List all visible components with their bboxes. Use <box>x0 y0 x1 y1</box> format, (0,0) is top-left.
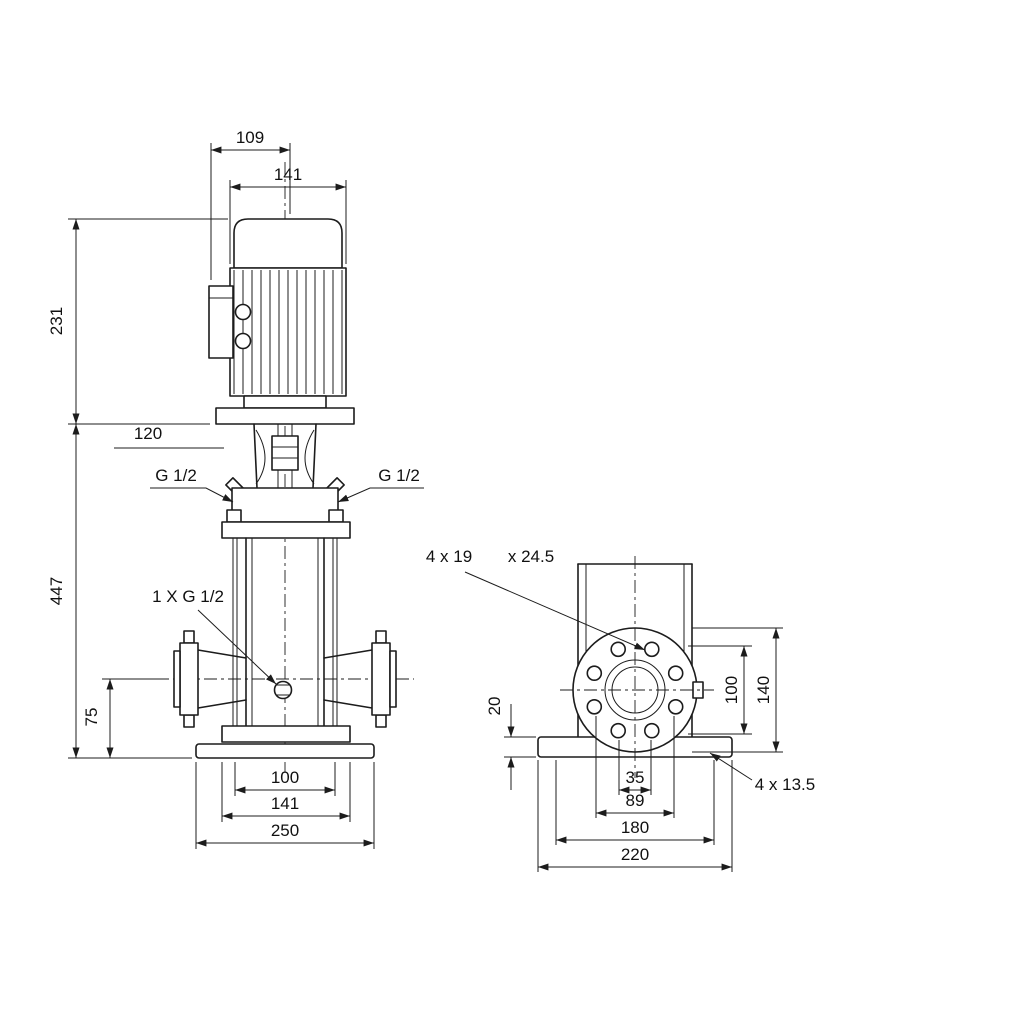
dim-20-label: 20 <box>485 697 504 716</box>
dim-220-label: 220 <box>621 845 649 864</box>
bolt-hole <box>610 722 627 739</box>
dim-141-bottom-label: 141 <box>271 794 299 813</box>
dim-120: 120 <box>114 424 224 449</box>
head-body <box>231 487 339 523</box>
head-flange <box>221 521 351 539</box>
dim-75: 75 <box>82 678 166 758</box>
flange-holes-label: 4 x 19 <box>426 547 472 566</box>
discharge-flange <box>323 630 397 728</box>
motor-flange-plate <box>215 407 355 425</box>
side-view: 4 x 19 x 24.5 20 100 140 35 <box>426 547 815 872</box>
dim-100-side: 100 <box>688 645 752 735</box>
bolt-hole <box>610 641 627 658</box>
flange-holes-label2: x 24.5 <box>508 547 554 566</box>
dim-89-label: 89 <box>626 791 645 810</box>
port-right-label: G 1/2 <box>378 466 420 485</box>
motor-stool <box>253 423 317 489</box>
dim-250: 250 <box>195 762 375 849</box>
motor <box>208 218 355 425</box>
chamber-stack <box>195 537 375 759</box>
dim-250-label: 250 <box>271 821 299 840</box>
cable-entry-bottom <box>234 332 252 350</box>
dim-180: 180 <box>555 760 715 845</box>
dim-141-top: 141 <box>229 165 347 264</box>
dim-447-label: 447 <box>47 577 66 605</box>
bolt-hole <box>667 698 684 715</box>
staybolt-nut-right <box>328 509 344 523</box>
dim-140-label: 140 <box>754 676 773 704</box>
dim-447: 447 <box>47 424 192 759</box>
dim-100-bottom: 100 <box>234 762 336 796</box>
dim-231: 231 <box>47 218 228 425</box>
dim-75-label: 75 <box>82 708 101 727</box>
staybolt-nut-left <box>226 509 242 523</box>
dim-20: 20 <box>485 697 536 790</box>
drain-label-text: 1 X G 1/2 <box>152 587 224 606</box>
terminal-box <box>208 285 234 359</box>
coupling <box>271 435 299 471</box>
dim-141-top-label: 141 <box>274 165 302 184</box>
bolt-hole <box>643 641 660 658</box>
dim-141-bottom: 141 <box>221 762 351 822</box>
base-flange <box>221 725 351 743</box>
dim-100-side-label: 100 <box>722 676 741 704</box>
dim-109: 109 <box>210 128 291 280</box>
base-holes-label: 4 x 13.5 <box>755 775 816 794</box>
dim-100-bottom-label: 100 <box>271 768 299 787</box>
dim-35-label: 35 <box>626 768 645 787</box>
front-view: 109 141 231 447 120 G 1/2 G <box>47 128 424 849</box>
cable-entry-top <box>234 303 252 321</box>
flange-holes-callout: 4 x 19 x 24.5 <box>426 547 646 651</box>
motor-neck <box>243 395 327 409</box>
port-left-label: G 1/2 <box>155 466 197 485</box>
dim-109-label: 109 <box>236 128 264 147</box>
dim-180-label: 180 <box>621 818 649 837</box>
dim-120-label: 120 <box>134 424 162 443</box>
motor-fins <box>233 270 343 394</box>
port-label-left: G 1/2 <box>150 466 234 503</box>
bolt-hole <box>586 665 603 682</box>
dim-231-label: 231 <box>47 307 66 335</box>
dim-140: 140 <box>692 627 783 753</box>
dim-35: 35 <box>618 740 652 795</box>
drain-plug <box>273 680 293 700</box>
port-label-right: G 1/2 <box>337 466 424 503</box>
bolt-hole <box>586 698 603 715</box>
suction-flange <box>173 630 247 728</box>
dim-220: 220 <box>537 760 733 872</box>
dim-89: 89 <box>595 716 675 818</box>
pump-head <box>221 477 351 539</box>
base-holes-callout: 4 x 13.5 <box>709 752 816 794</box>
bolt-hole <box>667 665 684 682</box>
bolt-hole <box>643 722 660 739</box>
motor-cap <box>233 218 343 269</box>
drain-label: 1 X G 1/2 <box>152 587 277 685</box>
foot-plate <box>195 743 375 759</box>
